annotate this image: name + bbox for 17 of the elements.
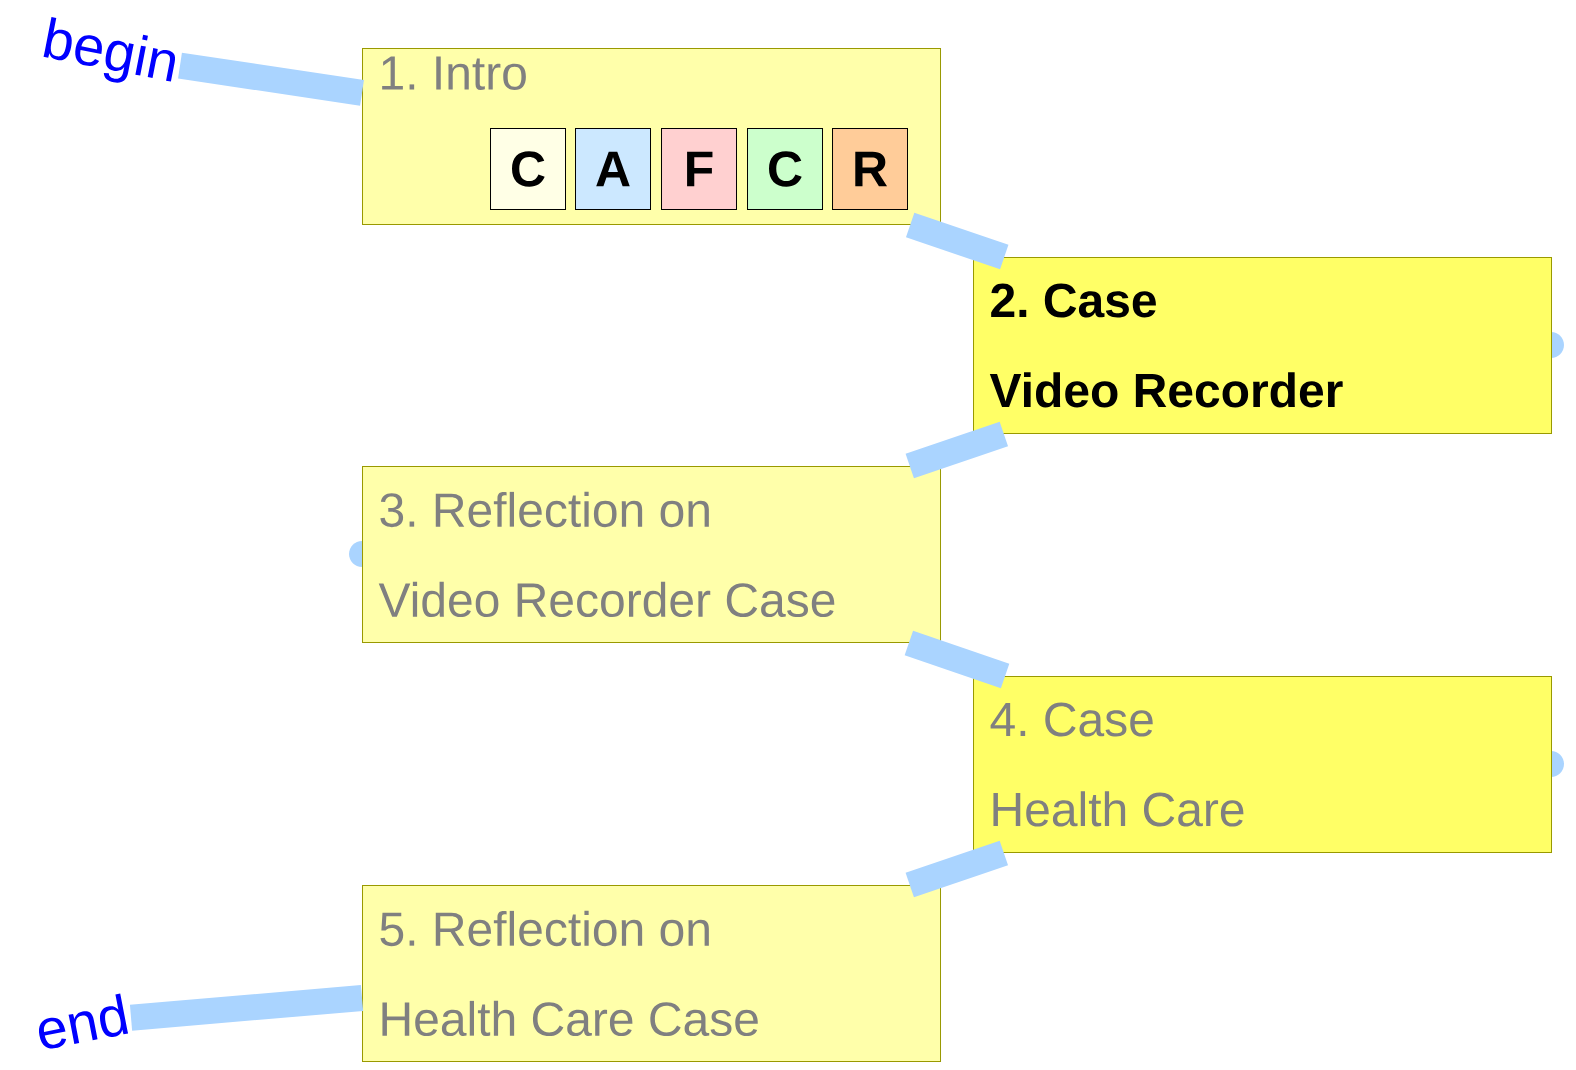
flow-band — [905, 840, 1009, 898]
letter-box: R — [832, 128, 908, 210]
flow-band — [129, 985, 364, 1031]
flow-band — [905, 421, 1009, 479]
flow-band — [905, 212, 1009, 270]
letter-box: A — [575, 128, 651, 210]
flow-end-label: begin — [43, 17, 176, 83]
step-box: 5. Reflection on Health Care Case — [362, 885, 941, 1062]
flow-end-label: end — [38, 993, 129, 1049]
letter-box: C — [747, 128, 823, 210]
letter-box: C — [490, 128, 566, 210]
flow-band — [904, 630, 1010, 689]
step-box: 2. Case Video Recorder — [973, 257, 1552, 434]
step-box: 4. Case Health Care — [973, 676, 1552, 853]
letter-box: F — [661, 128, 737, 210]
step-box: 3. Reflection on Video Recorder Case — [362, 466, 941, 643]
flow-band — [178, 52, 364, 106]
